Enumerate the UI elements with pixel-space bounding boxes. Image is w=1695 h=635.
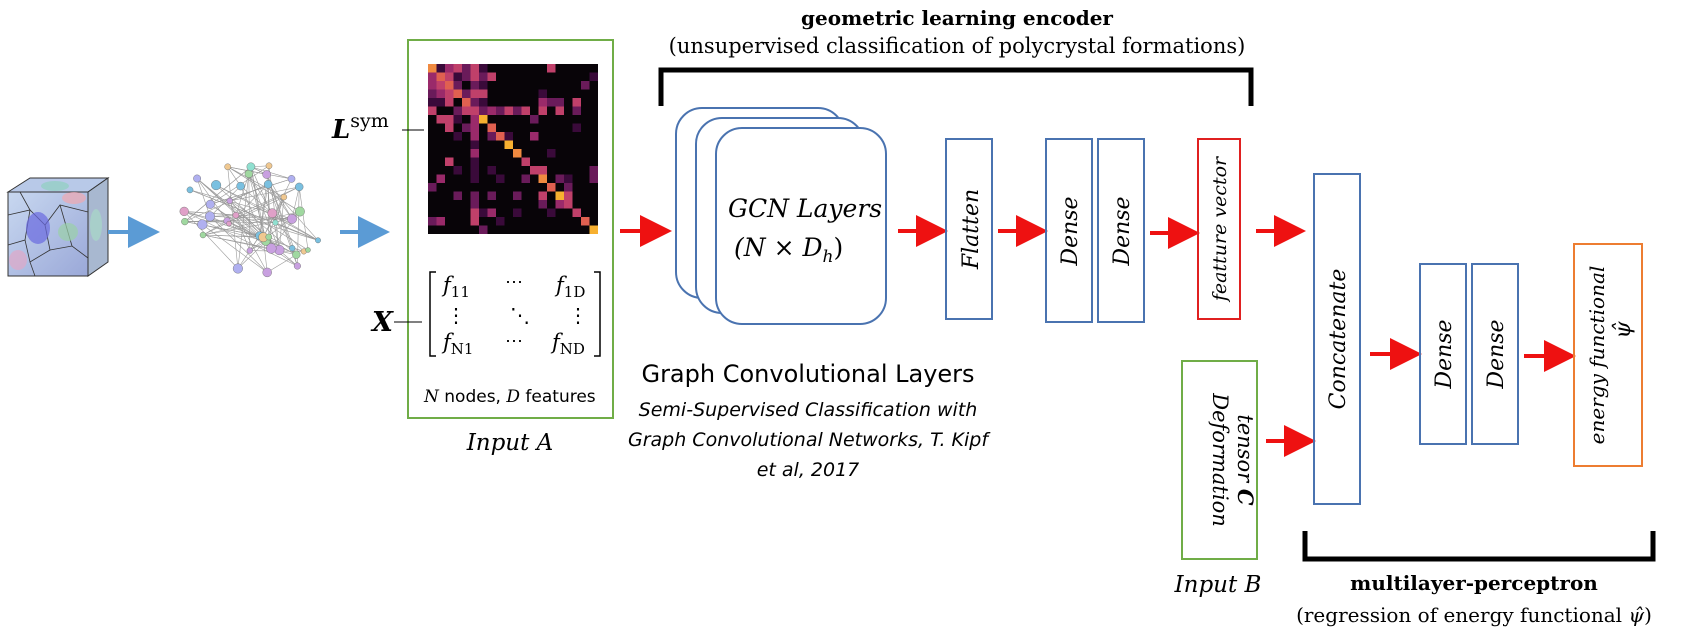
energy-label: energy functional	[1585, 266, 1609, 445]
encoder-dense-label-1: Dense	[1058, 196, 1083, 266]
mlp-subtitle: (regression of energy functional ψ̂)	[1296, 603, 1652, 627]
input-b-label: Input B	[1174, 572, 1262, 598]
flatten-label: Flatten	[959, 189, 984, 270]
energy-box	[1573, 243, 1643, 467]
svg-text:⋮: ⋮	[446, 303, 466, 327]
concatenate-box	[1313, 173, 1361, 505]
input-a-box	[407, 39, 614, 419]
mlp-dense-box-2	[1471, 263, 1519, 445]
feature-vector-box	[1197, 138, 1241, 320]
encoder-title: geometric learning encoder	[801, 6, 1113, 30]
flatten-box	[945, 138, 993, 320]
mlp-bracket	[1302, 531, 1656, 562]
mlp-title: multilayer-perceptron	[1350, 571, 1598, 595]
adjacency-heatmap	[428, 64, 598, 234]
svg-text:f11: f11	[441, 273, 470, 301]
svg-text:f1D: f1D	[554, 273, 585, 301]
mlp-dense-label-1: Dense	[1432, 319, 1457, 389]
mlp-dense-label-2: Dense	[1484, 319, 1509, 389]
deformation-label-line2: tensor C	[1233, 414, 1258, 506]
mlp-dense-box-1	[1419, 263, 1467, 445]
input-a-label: Input A	[466, 430, 554, 456]
input-a-caption: N nodes, D features	[423, 387, 596, 407]
gcn-citation-line3: et al, 2017	[757, 459, 860, 481]
deformation-label-line1: Deformation	[1208, 392, 1232, 526]
gcn-label: GCN Layers	[728, 194, 882, 223]
gcn-dimension-label: (N × Dh)	[734, 233, 843, 267]
encoder-dense-box-1	[1045, 138, 1093, 323]
feature-matrix: f11 ⋯ f1D ⋮ ⋱ ⋮ fN1 ⋯ fND	[429, 271, 601, 358]
gcn-layers-stack: GCN Layers (N × Dh)	[675, 107, 887, 325]
gcn-caption-title: Graph Convolutional Layers	[641, 360, 974, 388]
polycrystal-cube-image	[6, 177, 110, 277]
input-b-box	[1181, 360, 1258, 560]
svg-text:fN1: fN1	[441, 330, 473, 358]
feature-vector-label: featture vector	[1209, 155, 1231, 303]
feature-symbol: X	[370, 307, 394, 338]
svg-text:fND: fND	[550, 330, 585, 358]
energy-symbol: ψ̂	[1611, 321, 1636, 339]
grain-graph-image	[179, 162, 321, 278]
concatenate-label: Concatenate	[1326, 269, 1351, 410]
encoder-bracket	[658, 67, 1254, 106]
laplacian-symbol: Lsym	[331, 110, 389, 145]
svg-text:⋯: ⋯	[505, 272, 523, 293]
encoder-subtitle: (unsupervised classification of polycrys…	[669, 34, 1246, 58]
svg-text:⋯: ⋯	[505, 331, 523, 352]
gcn-citation-line1: Semi-Supervised Classification with	[639, 399, 978, 421]
encoder-dense-label-2: Dense	[1110, 196, 1135, 266]
gcn-citation-line2: Graph Convolutional Networks, T. Kipf	[628, 429, 991, 451]
svg-text:⋱: ⋱	[510, 303, 530, 327]
svg-text:⋮: ⋮	[568, 303, 588, 327]
encoder-dense-box-2	[1097, 138, 1145, 323]
